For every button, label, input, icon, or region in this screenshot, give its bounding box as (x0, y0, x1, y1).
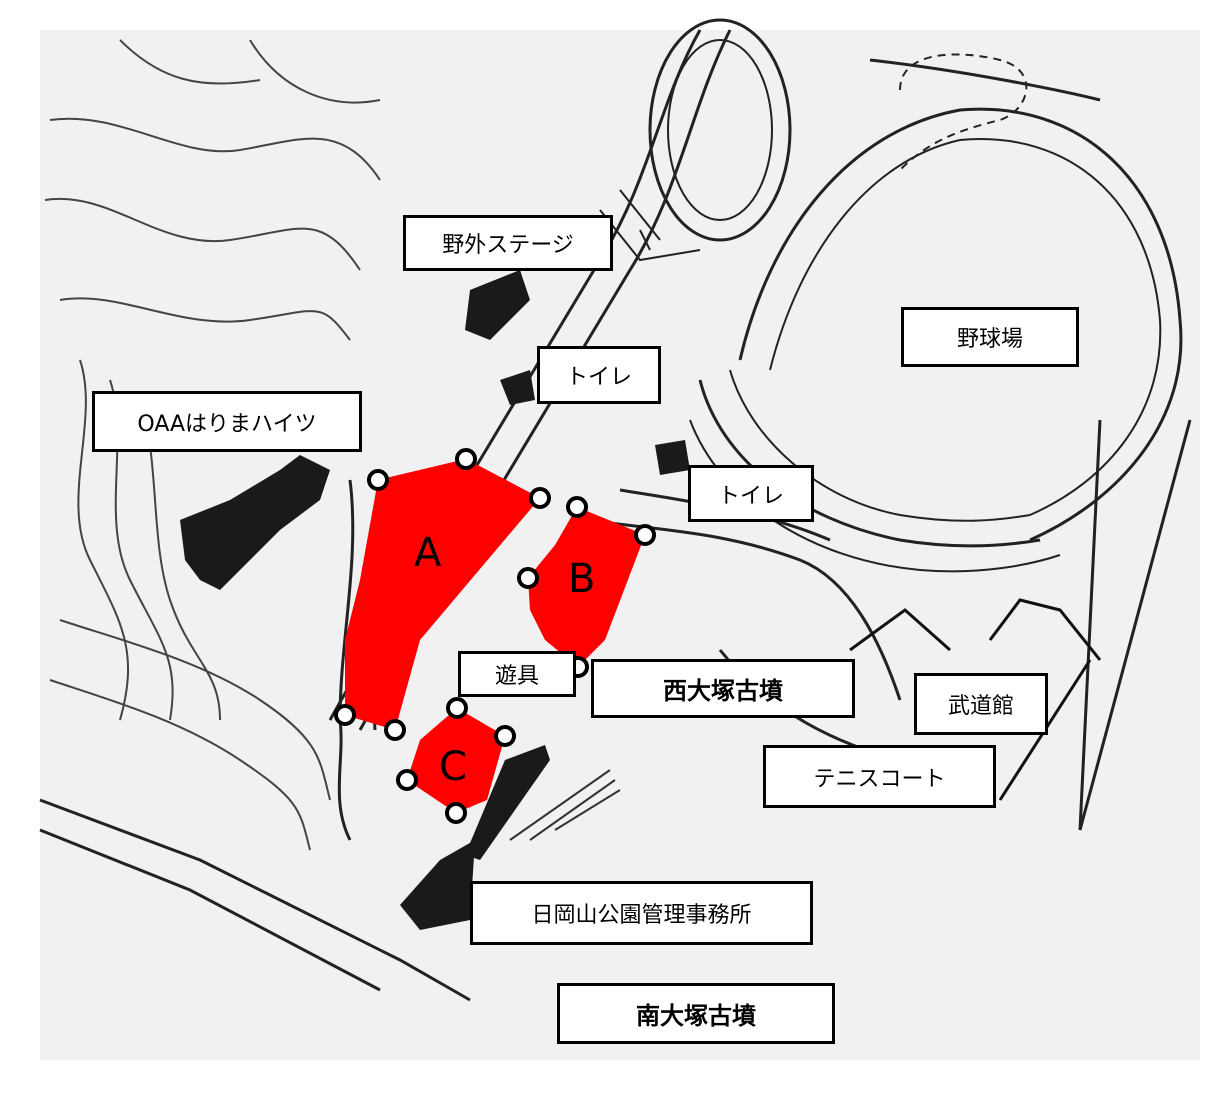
label-minami-otsuka-kofun: 南大塚古墳 (557, 983, 835, 1044)
dashed-outline (899, 53, 1028, 171)
zone-b-shape (528, 507, 645, 667)
zone-c-label: C (439, 744, 467, 790)
label-outdoor-stage: 野外ステージ (403, 215, 613, 271)
zone-a-shape (345, 459, 540, 730)
label-nishi-otsuka-kofun: 西大塚古墳 (591, 659, 855, 718)
label-toilet-north: トイレ (537, 346, 661, 404)
label-oaa-harima-heights: OAAはりまハイツ (92, 391, 362, 452)
label-budokan: 武道館 (914, 673, 1048, 735)
zone-a-label: A (414, 530, 442, 576)
zone-c-shape (407, 708, 505, 813)
zone-b-label: B (568, 556, 595, 602)
buildings (180, 270, 690, 930)
hatched-area (509, 769, 621, 841)
outdoor-stage-structure (599, 18, 792, 262)
label-park-management-office: 日岡山公園管理事務所 (470, 881, 813, 945)
label-tennis-court: テニスコート (763, 745, 996, 808)
label-playground: 遊具 (458, 651, 576, 697)
label-baseball-field: 野球場 (901, 307, 1079, 367)
label-toilet-east: トイレ (688, 465, 814, 522)
